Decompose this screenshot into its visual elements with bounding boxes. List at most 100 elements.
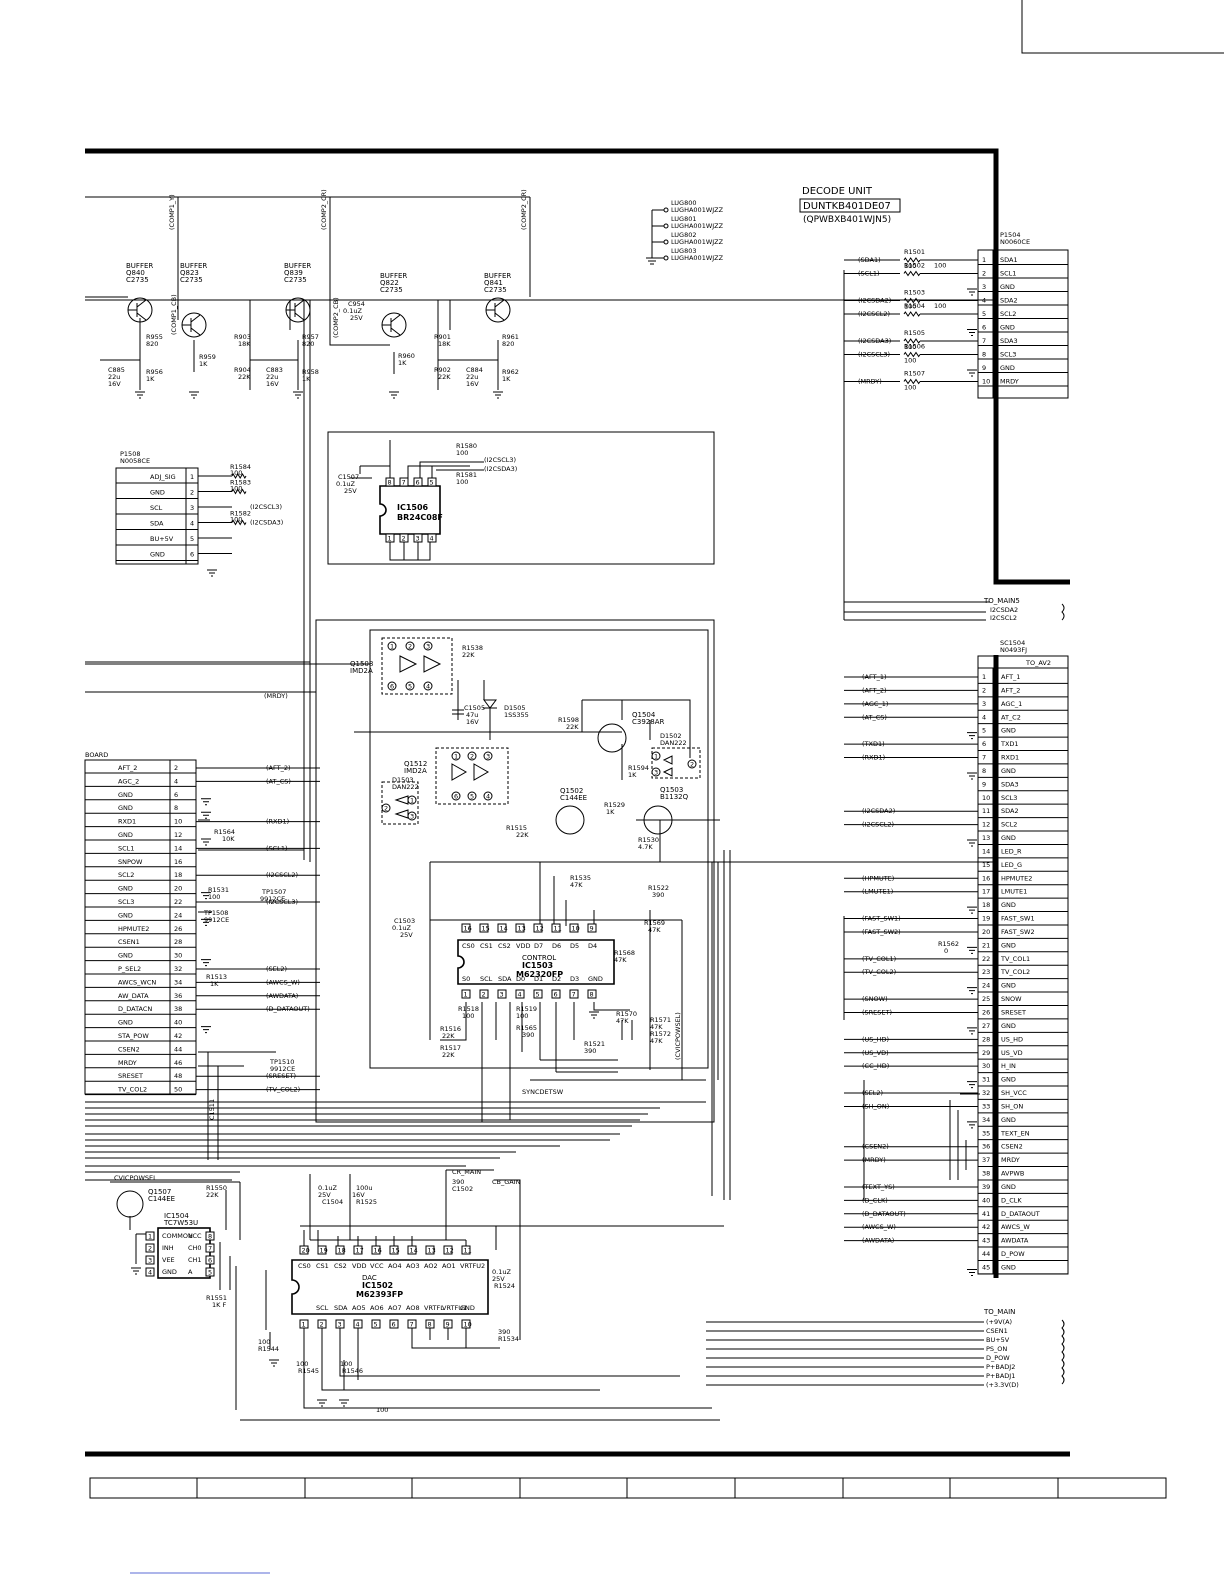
pin-name: SRESET [1001,1009,1026,1017]
pin-number: 10 [174,818,182,826]
device-pin [483,751,493,761]
control-wiring [85,300,996,1200]
to-main5: TO_MAIN5 I2CSDA2 I2CSCL2 [843,270,1065,622]
pin-name: STA_POW [118,1032,149,1040]
net-label: (I2CSCL3) [266,898,298,906]
pin-number: 26 [982,1009,990,1017]
sc1504-pin: 8 GND [967,767,1068,780]
device-pin [483,791,493,801]
svg-text:I2CSDA2: I2CSDA2 [990,606,1018,614]
ic1504-pin-name: A [188,1268,193,1276]
ic1502-pin [443,1319,453,1329]
net-label: (AFT_2) [266,764,291,772]
pin-name: RXD1 [118,818,136,826]
svg-text:R902: R902 [434,366,451,374]
unit-part: DUNTKB401DE07 [803,201,891,212]
device-pin [651,751,661,761]
svg-text:100: 100 [516,1012,528,1020]
device-pin [451,791,461,801]
pin-name: TV_COL1 [1000,955,1030,963]
ic1503-pin-name: CS2 [498,942,511,950]
svg-text:390: 390 [652,891,664,899]
svg-text:I2CSCL2: I2CSCL2 [990,614,1017,622]
buffer-part: C2735 [380,286,403,294]
net-label: (SCL1) [266,844,288,852]
board-left-wires [85,1101,706,1181]
resistor-value: 100 [230,469,242,477]
svg-text:R960: R960 [398,352,415,360]
svg-text:100: 100 [258,1338,270,1346]
svg-text:47u: 47u [466,711,478,719]
ic1502-pin-number: 12 [446,1247,454,1255]
lug-list: LUG800 LUGHA001WJZZ LUG801 LUGHA001WJZZ … [646,199,724,265]
pin-name: US_VD [1001,1049,1023,1057]
svg-text:R904: R904 [234,366,251,374]
pin-name: SCL3 [118,898,134,906]
svg-text:R1531: R1531 [208,886,229,894]
svg-text:22u: 22u [108,373,120,381]
device-pin [381,803,391,813]
net-label: (RXD1) [266,818,289,826]
svg-text:9912CE: 9912CE [260,895,285,903]
pin-number: 24 [174,911,182,919]
lug-text: LUG801 [671,215,697,223]
ic1503-pin-name: D3 [570,975,579,983]
ic1502-pin-number: 15 [392,1247,400,1255]
pin-name: SCL1 [1000,270,1016,278]
ic1502-pin [425,1245,435,1255]
svg-text:25V: 25V [492,1275,505,1283]
ic1502-pin [371,1245,381,1255]
pin-name: US_HD [1001,1035,1023,1043]
pin-number: 12 [982,821,990,829]
pin-number: 34 [174,978,182,986]
ic1503-ref: IC1503 [522,961,553,970]
svg-text:47K: 47K [650,1023,663,1031]
svg-text:DAN222: DAN222 [660,739,687,747]
pin-number: 37 [982,1156,990,1164]
pin-number: 8 [982,767,986,775]
device-pin-number: 1 [410,797,414,805]
svg-text:390: 390 [522,1031,534,1039]
pin-number: 6 [982,324,986,332]
resistor-ref: R1502 [904,262,925,270]
ic1506-pin-number: 8 [388,479,392,487]
pin-number: 15 [982,861,990,869]
to-main-net: BU+5V [986,1336,1010,1344]
svg-text:100: 100 [462,1012,474,1020]
pin-name: GND [1000,324,1015,332]
svg-text:R1562: R1562 [938,940,959,948]
svg-text:9912CE: 9912CE [204,916,229,924]
svg-text:IMD2A: IMD2A [404,767,427,775]
pin-name: GND [1001,1076,1016,1084]
ic1503-pin [533,989,543,999]
ic1503-pin-number: 11 [554,925,562,933]
ic1503-pin [587,923,597,933]
ic1502-pin-name: VRTFU1 [442,1304,467,1312]
svg-text:R1530: R1530 [638,836,659,844]
pin-name: GND [1001,834,1016,842]
ic1502-pin-number: 19 [320,1247,328,1255]
pin-number: 22 [174,898,182,906]
svg-text:R1519: R1519 [516,1005,537,1013]
pin-name: GND [1001,767,1016,775]
pin-name: TEXT_EN [1000,1129,1030,1137]
svg-text:R1551: R1551 [206,1294,227,1302]
pin-name: GND [118,804,133,812]
ic1503-pin [515,923,525,933]
